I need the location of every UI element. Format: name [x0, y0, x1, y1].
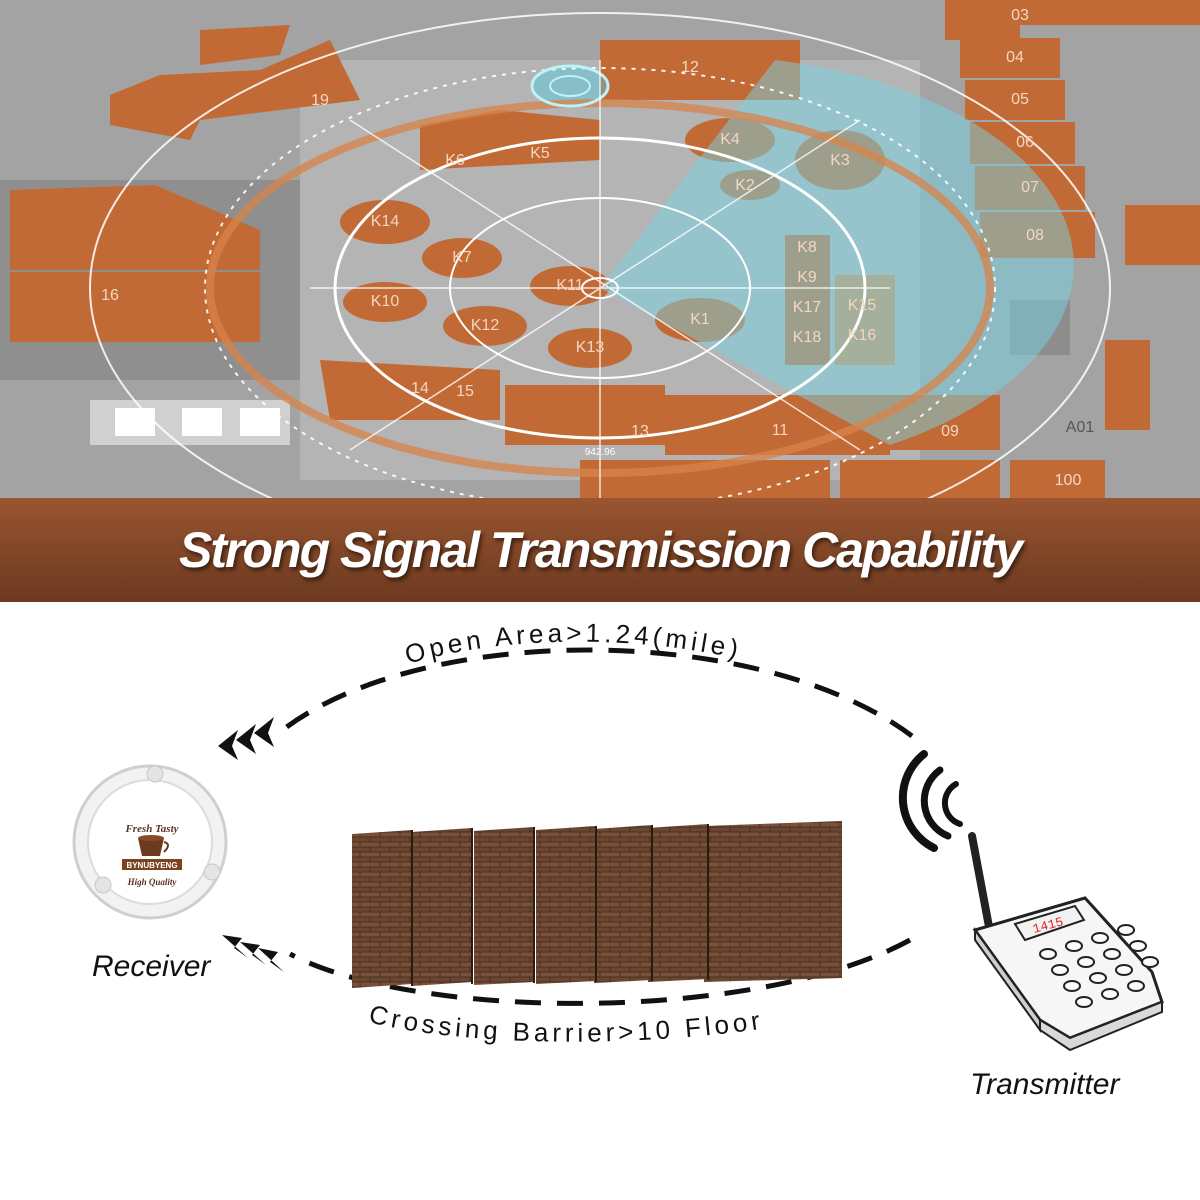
receiver-label: Receiver	[92, 950, 211, 983]
brick-wall	[412, 828, 472, 986]
receiver-logo-line3: High Quality	[127, 877, 178, 887]
zone-label: 14	[411, 380, 429, 397]
radar-sweep	[600, 60, 1074, 445]
zone-label: K12	[471, 317, 500, 334]
diagram-canvas: Open Area>1.24(mile) Crossing Barrier>10…	[72, 618, 1164, 1052]
zone-label: K17	[793, 299, 822, 316]
radar-map: 942.96 03 04 05 06 07 08 09 100 11 12 13…	[0, 0, 1200, 500]
zone-label: 100	[1055, 472, 1082, 489]
zone-label: K2	[735, 177, 755, 194]
zone-label: 13	[631, 423, 649, 440]
floor-map-panel: 942.96 03 04 05 06 07 08 09 100 11 12 13…	[0, 0, 1200, 500]
zone-label: A01	[1066, 419, 1095, 436]
lower-arrow-chevrons-icon	[222, 935, 284, 972]
keypad	[1039, 924, 1159, 1008]
zone-label: K3	[830, 152, 850, 169]
zone-label: 11	[772, 422, 789, 439]
zone-label: 06	[1016, 134, 1034, 151]
zone-label: 09	[941, 423, 959, 440]
zone-label: K11	[556, 277, 583, 294]
open-area-signal-path	[278, 647, 914, 739]
wifi-signal-icon	[898, 750, 963, 852]
zone-label: K15	[848, 297, 877, 314]
brick-wall	[704, 821, 842, 982]
radar-readout: 942.96	[585, 447, 616, 458]
zone-label: K13	[576, 339, 605, 356]
zone-label: K8	[797, 239, 817, 256]
zone-label: K16	[848, 327, 877, 344]
receiver-device: Fresh Tasty BYNUBYENG High Quality	[72, 764, 228, 920]
zone-label: K4	[720, 131, 740, 148]
brick-wall	[648, 824, 708, 982]
brick-wall	[474, 827, 534, 985]
upper-arrow-chevrons-icon	[218, 717, 274, 760]
zone-label: 05	[1011, 91, 1029, 108]
zone-label: 04	[1006, 49, 1024, 66]
zone-label: K14	[371, 213, 400, 230]
zone-label: 15	[456, 383, 474, 400]
zone-label: 19	[311, 92, 329, 109]
zone-label: K10	[371, 293, 400, 310]
receiver-logo-line1: Fresh Tasty	[124, 823, 178, 835]
brick-wall	[536, 826, 596, 984]
svg-text:Crossing Barrier>10 Floor: Crossing Barrier>10 Floor	[366, 999, 765, 1048]
zone-label: K6	[445, 152, 465, 169]
coffee-cup-icon	[138, 835, 169, 856]
brick-walls	[352, 821, 842, 988]
barrier-label: Crossing Barrier>10 Floor	[366, 999, 761, 1048]
receiver-logo-line2: BYNUBYENG	[126, 861, 177, 870]
zone-label: K1	[690, 311, 710, 328]
title-banner: Strong Signal Transmission Capability	[0, 498, 1200, 602]
zone-label: K9	[797, 269, 817, 286]
zone-labels: 03 04 05 06 07 08 09 100 11 12 13 14 15 …	[101, 7, 1094, 489]
transmitter-label: Transmitter	[970, 1068, 1120, 1101]
map-left-tiles	[10, 25, 360, 445]
zone-label: 08	[1026, 227, 1044, 244]
zone-label: 03	[1011, 7, 1029, 24]
transmitter-device: 1415	[898, 750, 1164, 1052]
zone-label: K5	[530, 145, 550, 162]
signal-diagram: Open Area>1.24(mile) Crossing Barrier>10…	[0, 602, 1200, 1200]
zone-label: 07	[1021, 179, 1039, 196]
banner-title: Strong Signal Transmission Capability	[179, 522, 1023, 578]
brick-wall	[352, 830, 412, 988]
zone-label: K7	[452, 249, 472, 266]
brick-wall	[594, 825, 652, 983]
zone-label: 16	[101, 287, 119, 304]
zone-label: K18	[793, 329, 822, 346]
radar-crosshair	[310, 60, 890, 500]
zone-label: 12	[681, 59, 699, 76]
